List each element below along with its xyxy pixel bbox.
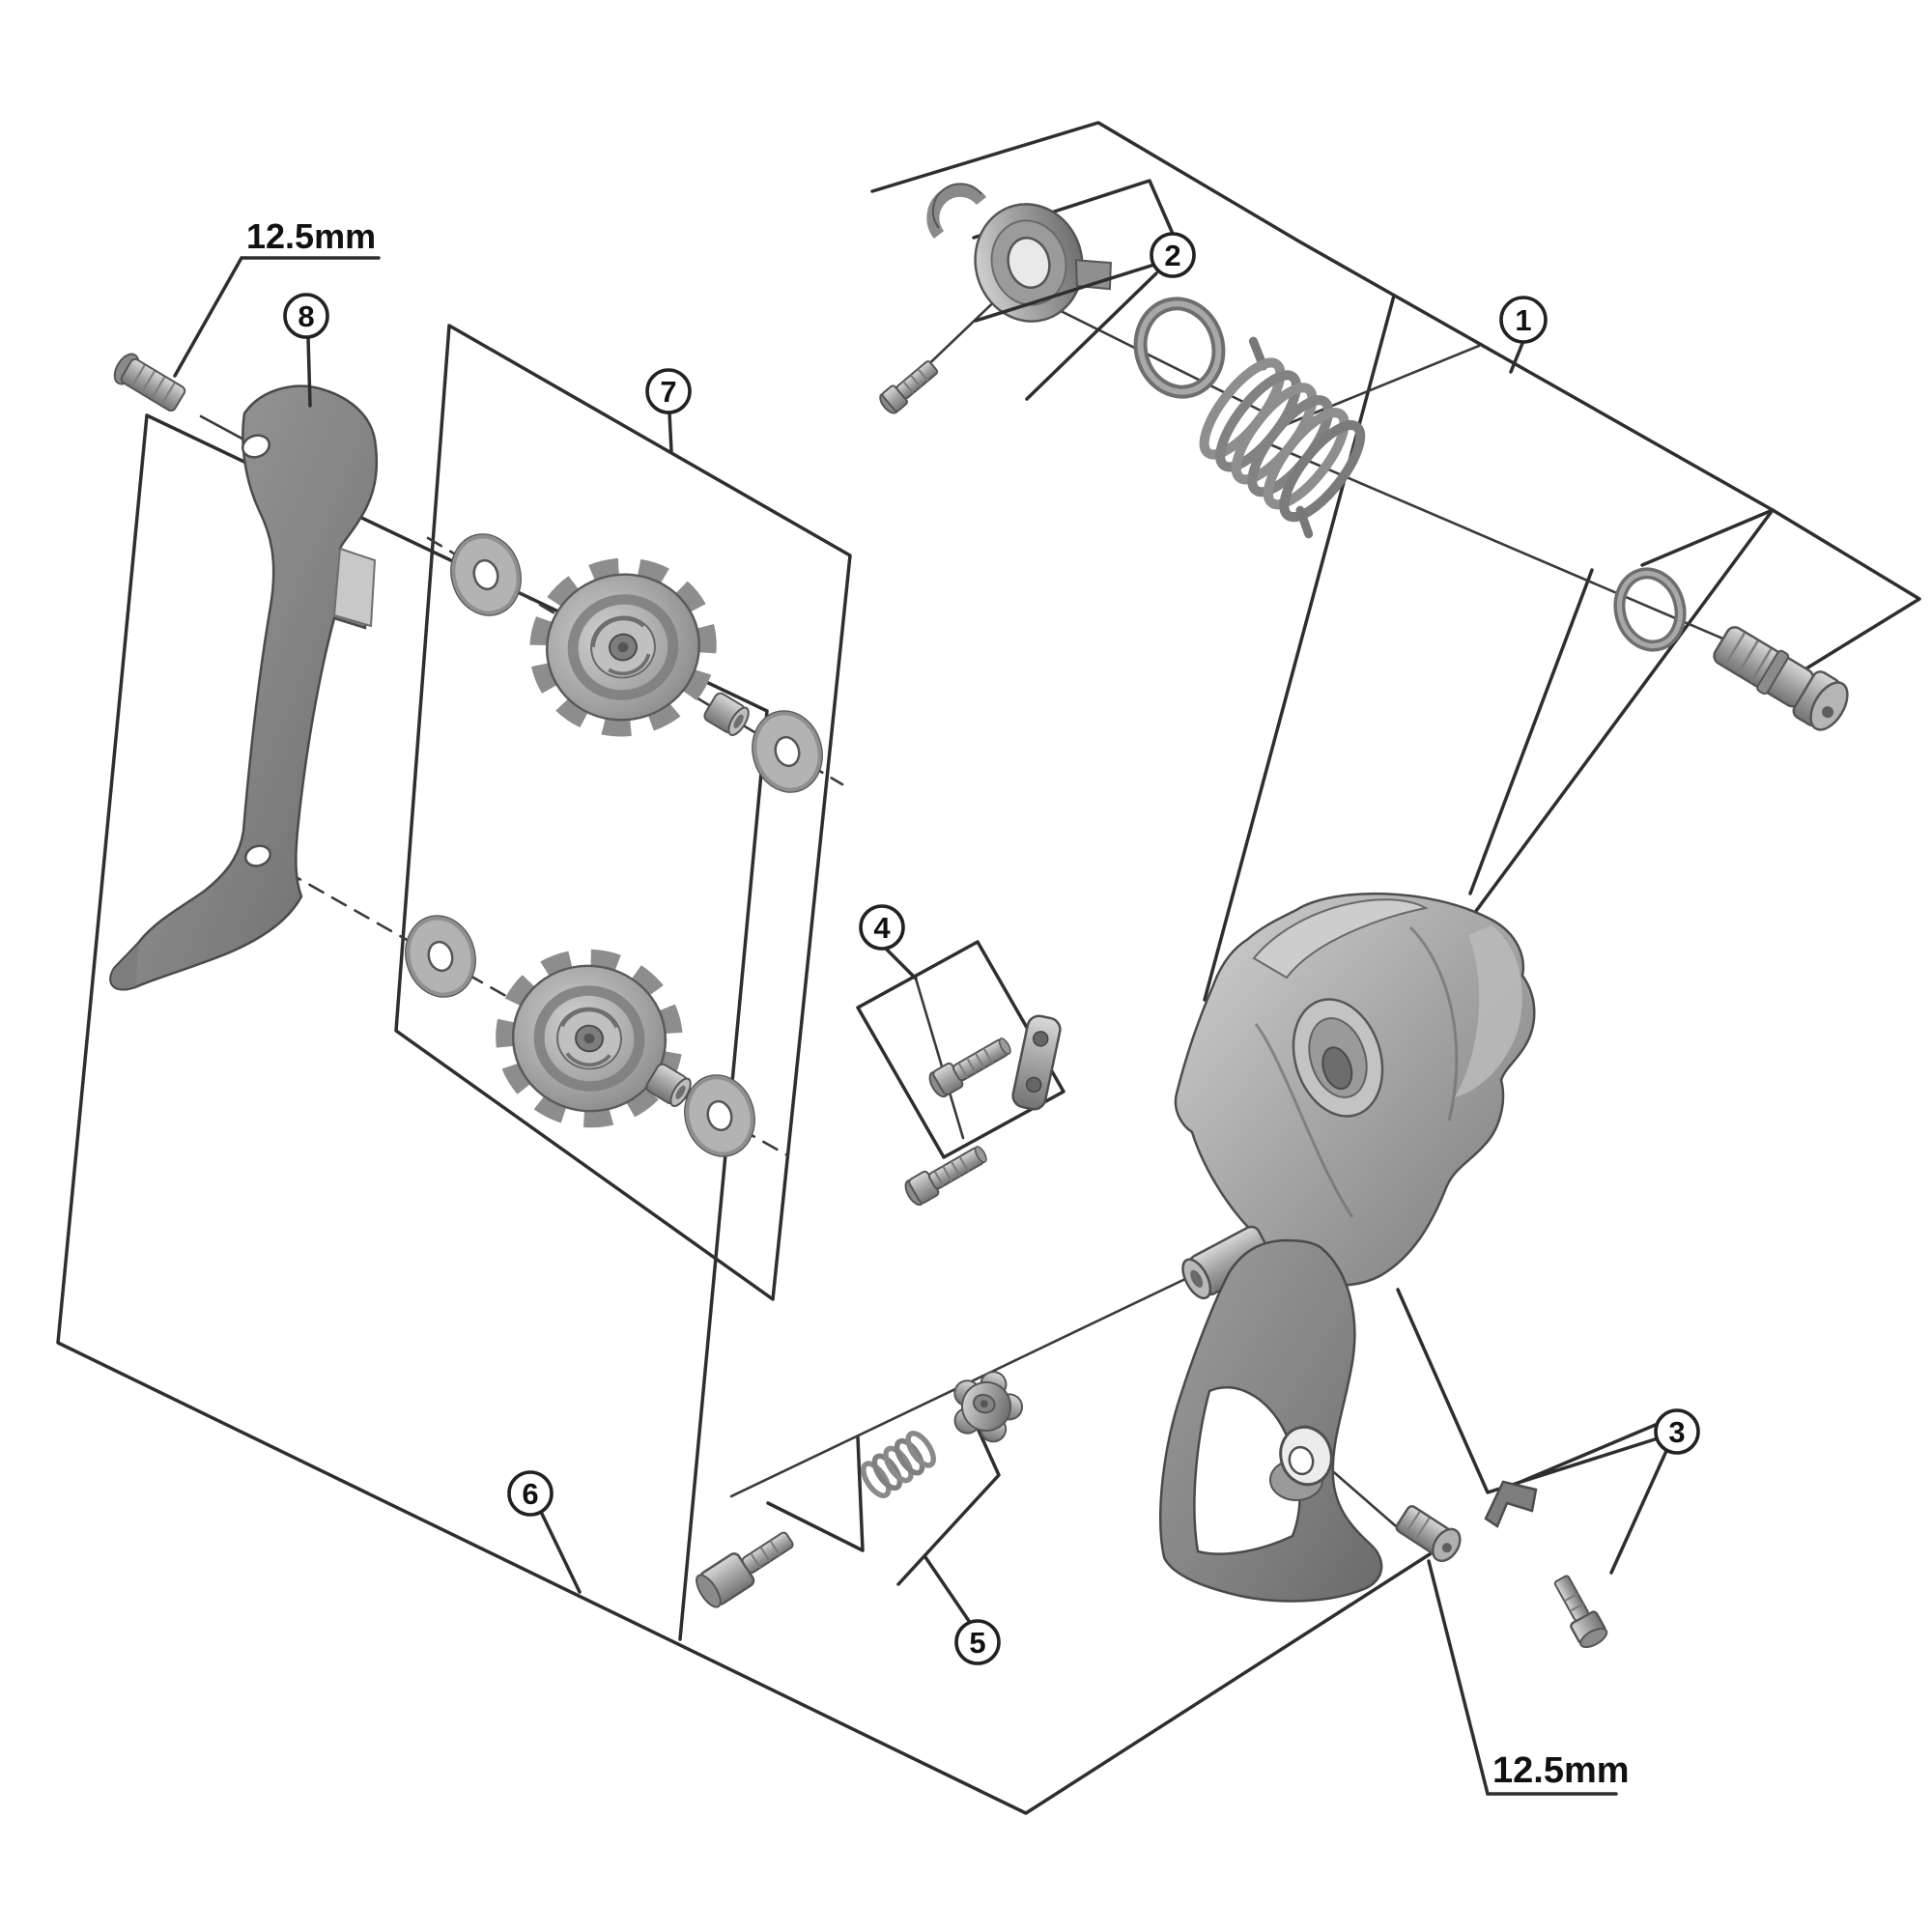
cage-cutout xyxy=(1193,1386,1301,1555)
leader-callout-5 xyxy=(923,1555,971,1623)
axis-bolt8 xyxy=(199,414,251,444)
b-axle-bolt xyxy=(1713,626,1849,731)
dimension-bottom-leader xyxy=(1427,1559,1490,1796)
axis-part1-bolt xyxy=(1264,440,1736,645)
part4-group xyxy=(900,1014,1062,1209)
body-top-strap xyxy=(1252,898,1429,980)
dimension-top: 12.5mm xyxy=(173,216,381,378)
o-ring xyxy=(1133,297,1226,399)
callout-3-number: 3 xyxy=(1668,1415,1685,1449)
plate-hole-upper xyxy=(242,434,270,459)
leader-callout-7 xyxy=(668,411,673,453)
box-part4 xyxy=(856,940,1065,1159)
axis-cage-bolt xyxy=(1319,1459,1405,1534)
dimension-bottom: 12.5mm xyxy=(1427,1559,1630,1796)
part8-inner-plate xyxy=(109,384,379,991)
dimension-top-text: 12.5mm xyxy=(246,216,376,256)
leader-callout-4 xyxy=(883,946,918,980)
plate-hook xyxy=(109,941,140,991)
callout-7-number: 7 xyxy=(660,375,676,409)
c-clip-outline xyxy=(931,183,982,229)
c-clip xyxy=(926,184,987,240)
cage-pulley-hole-inner xyxy=(1288,1445,1315,1476)
leader-callout-1 xyxy=(1509,339,1525,374)
leader-body xyxy=(1203,294,1396,1002)
body-pivot-boss xyxy=(1292,998,1384,1118)
leader-part3 xyxy=(1396,1288,1668,1575)
bushing-upper xyxy=(701,690,753,740)
axis-lines xyxy=(199,285,1736,1534)
leader-callout-2a xyxy=(1025,271,1158,401)
cable-fixing-plate xyxy=(1484,1480,1538,1528)
adjust-screw-upper xyxy=(924,1031,1016,1101)
callout-2-number: 2 xyxy=(1164,239,1180,272)
group-outline-boxes xyxy=(56,121,1921,1815)
outer-cage-plate xyxy=(1159,1238,1383,1603)
box-part7 xyxy=(394,324,852,1301)
plate-hole-lower xyxy=(244,844,271,867)
part2-group xyxy=(879,183,1226,414)
part1-group xyxy=(1199,336,1849,731)
callout-6-number: 6 xyxy=(522,1477,538,1511)
callout-7: 7 xyxy=(645,368,692,414)
derailleur-body xyxy=(1174,892,1536,1300)
axis-part4-leader xyxy=(914,977,965,1140)
leader-callout-2b xyxy=(974,262,1159,323)
cable-guide-plate xyxy=(1011,1014,1062,1111)
callout-6: 6 xyxy=(507,1470,554,1517)
dimension-bottom-text: 12.5mm xyxy=(1492,1750,1630,1791)
callout-3: 3 xyxy=(1654,1408,1700,1455)
tension-spring xyxy=(1199,336,1366,539)
cage-pulley-bolt xyxy=(1395,1505,1462,1563)
bracket-part2-outer xyxy=(870,121,1775,512)
b-screw-spring xyxy=(861,1431,936,1498)
callouts: 1 2 3 4 5 6 7 xyxy=(283,232,1700,1665)
b-tension-knob xyxy=(953,1371,1024,1443)
bracket-part1 xyxy=(1461,508,1921,931)
washer-upper-left xyxy=(440,524,532,626)
callout-4-number: 4 xyxy=(873,911,891,945)
part3-group xyxy=(1484,1480,1608,1648)
part7-pulley-group xyxy=(394,524,834,1167)
adjust-screw-lower xyxy=(900,1139,992,1209)
washer-lower-left xyxy=(394,905,487,1008)
callout-4: 4 xyxy=(859,904,905,951)
callout-1: 1 xyxy=(1499,296,1548,344)
callout-5-number: 5 xyxy=(969,1626,985,1660)
stopper-plate-screw xyxy=(879,360,939,414)
upper-jockey-pulley xyxy=(521,549,724,747)
leader-callout-8 xyxy=(306,335,312,408)
callout-8-number: 8 xyxy=(298,299,314,333)
callout-1-number: 1 xyxy=(1515,303,1531,337)
cable-fixing-bolt xyxy=(1553,1575,1608,1648)
callout-5: 5 xyxy=(954,1619,1001,1665)
bracket-part5-a xyxy=(766,1435,865,1552)
washer-upper-right xyxy=(741,700,834,803)
body-crease xyxy=(1254,925,1459,1218)
part5-group xyxy=(696,1371,1024,1608)
lower-jockey-pulley xyxy=(492,944,687,1132)
b-axle-washer xyxy=(1613,567,1687,652)
callout-8: 8 xyxy=(283,293,329,339)
leader-callout-6 xyxy=(539,1510,582,1594)
dimension-top-leader xyxy=(173,256,243,378)
b-screw-bolt xyxy=(696,1531,794,1608)
stopper-plate xyxy=(974,203,1112,323)
callout-2: 2 xyxy=(1150,232,1196,278)
part8-plate-bolt xyxy=(113,353,186,412)
plate-guide-tab xyxy=(332,547,377,628)
body-right-lobe xyxy=(1455,925,1522,1097)
